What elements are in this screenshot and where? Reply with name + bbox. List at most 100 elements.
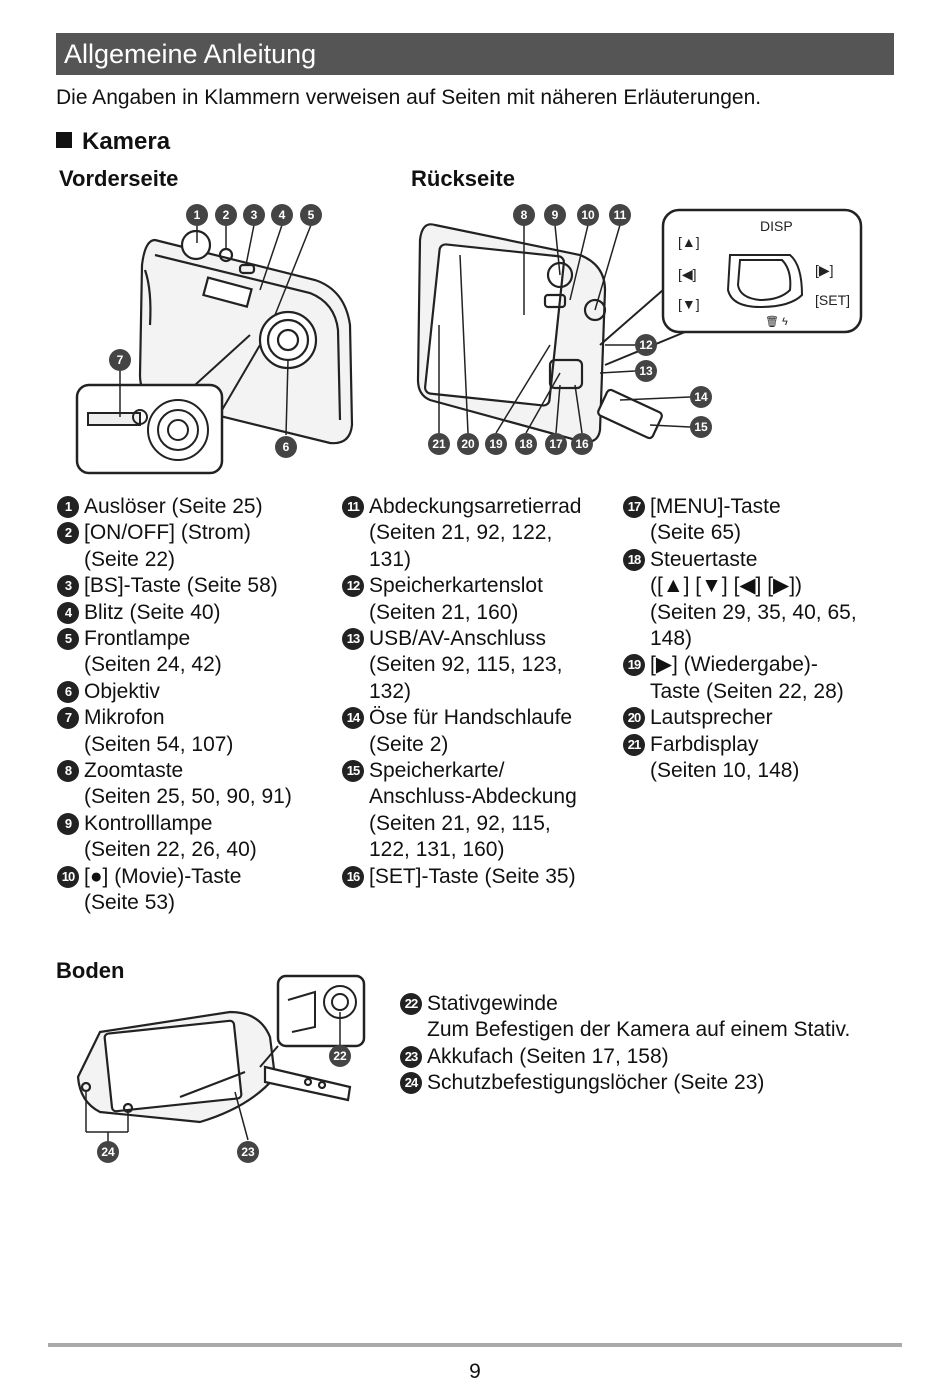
svg-text:16: 16 <box>575 437 589 451</box>
item-number-badge: 1 <box>57 496 79 518</box>
item-number-badge: 6 <box>57 680 79 703</box>
svg-text:12: 12 <box>639 338 653 352</box>
item-number-badge: 9 <box>57 812 79 835</box>
svg-text:19: 19 <box>489 437 503 451</box>
item-number-badge: 2 <box>57 522 79 545</box>
item-text: Farbdisplay (Seiten 10, 148) <box>650 732 800 783</box>
item-number-badge: 16 <box>342 865 364 888</box>
item-text: [●] (Movie)-Taste (Seite 53) <box>84 864 242 915</box>
item-number-badge: 3 <box>57 575 79 598</box>
svg-text:2: 2 <box>223 208 230 222</box>
svg-text:[SET]: [SET] <box>815 292 850 308</box>
item-text: Öse für Handschlaufe (Seite 2) <box>369 706 573 756</box>
item-text: Abdeckungsarretierrad (Seiten 21, 92, 12… <box>369 495 582 571</box>
item-text: Mikrofon (Seiten 54, 107) <box>84 706 234 756</box>
item-text: Objektiv <box>84 679 160 703</box>
camera-bottom-illustration: 22 23 24 <box>76 974 366 1163</box>
svg-text:14: 14 <box>694 390 708 404</box>
item-number-badge: 24 <box>400 1072 422 1095</box>
camera-front-illustration: 1 2 3 4 5 6 7 <box>75 204 354 475</box>
item-number-badge: 10 <box>57 865 79 888</box>
list-item: 17[MENU]-Taste (Seite 65) <box>623 494 923 547</box>
item-number-badge: 20 <box>623 707 645 730</box>
item-text: Steuertaste ([▲] [▼] [◀] [▶]) (Seiten 29… <box>650 547 857 651</box>
list-item: 10[●] (Movie)-Taste (Seite 53) <box>57 864 337 917</box>
page-number: 9 <box>469 1360 481 1383</box>
svg-text:[◀]: [◀] <box>678 266 697 282</box>
svg-text:5: 5 <box>308 208 315 222</box>
list-item: 2[ON/OFF] (Strom) (Seite 22) <box>57 520 337 573</box>
front-view-title: Vorderseite <box>59 166 179 191</box>
item-text: Schutzbefestigungslöcher (Seite 23) <box>427 1071 765 1095</box>
svg-text:[▶]: [▶] <box>815 262 834 278</box>
svg-text:3: 3 <box>251 208 258 222</box>
item-number-badge: 23 <box>400 1045 422 1068</box>
svg-text:4: 4 <box>279 208 286 222</box>
item-number-badge: 4 <box>57 601 79 624</box>
svg-text:21: 21 <box>432 437 446 451</box>
item-text: Zoomtaste (Seiten 25, 50, 90, 91) <box>84 759 292 809</box>
page-title: Allgemeine Anleitung <box>56 33 894 75</box>
item-number-badge: 5 <box>57 628 79 651</box>
item-text: [ON/OFF] (Strom) (Seite 22) <box>84 521 251 571</box>
item-number-badge: 11 <box>342 496 364 518</box>
square-bullet-icon <box>56 132 72 148</box>
item-number-badge: 8 <box>57 760 79 783</box>
svg-text:6: 6 <box>283 440 290 454</box>
item-text: Kontrolllampe (Seiten 22, 26, 40) <box>84 811 257 862</box>
svg-text:🗑 ϟ: 🗑 ϟ <box>765 315 788 328</box>
item-number-badge: 21 <box>623 733 645 756</box>
item-text: [BS]-Taste (Seite 58) <box>84 574 278 598</box>
list-item: 19[▶] (Wiedergabe)- Taste (Seiten 22, 28… <box>623 652 923 705</box>
item-number-badge: 17 <box>623 496 645 518</box>
item-text: USB/AV-Anschluss (Seiten 92, 115, 123, 1… <box>369 627 563 703</box>
item-number-badge: 14 <box>342 707 364 730</box>
item-text: Blitz (Seite 40) <box>84 600 221 624</box>
item-number-badge: 18 <box>623 548 645 571</box>
back-view-title: Rückseite <box>411 166 515 191</box>
item-text: Akkufach (Seiten 17, 158) <box>427 1044 669 1068</box>
item-text: [MENU]-Taste (Seite 65) <box>650 495 781 545</box>
item-text: Speicherkarte/ Anschluss-Abdeckung (Seit… <box>369 759 577 862</box>
item-text: Frontlampe (Seiten 24, 42) <box>84 627 222 677</box>
item-text: [SET]-Taste (Seite 35) <box>369 864 576 888</box>
svg-text:[▼]: [▼] <box>678 296 700 312</box>
svg-text:8: 8 <box>521 208 528 222</box>
bottom-view-title: Boden <box>56 958 125 983</box>
svg-text:11: 11 <box>614 208 627 222</box>
svg-text:17: 17 <box>549 437 563 451</box>
svg-text:10: 10 <box>581 208 595 222</box>
item-number-badge: 12 <box>342 575 364 598</box>
svg-text:23: 23 <box>241 1145 255 1159</box>
svg-text:20: 20 <box>461 437 475 451</box>
svg-text:15: 15 <box>694 420 708 434</box>
footer-rule <box>48 1343 902 1347</box>
item-text: Speicherkartenslot (Seiten 21, 160) <box>369 574 543 624</box>
list-item: 16[SET]-Taste (Seite 35) <box>342 864 617 890</box>
item-text: Lautsprecher <box>650 706 773 730</box>
svg-text:18: 18 <box>519 437 533 451</box>
item-number-badge: 22 <box>400 993 422 1015</box>
section-title: Kamera <box>82 128 171 155</box>
item-number-badge: 19 <box>623 654 645 677</box>
item-text: Auslöser (Seite 25) <box>84 495 263 518</box>
svg-text:DISP: DISP <box>760 218 793 234</box>
camera-back-illustration: DISP [▲] [◀] [▼] [▶] [SET] 🗑 ϟ 8 9 10 11… <box>416 204 863 455</box>
intro-text: Die Angaben in Klammern verweisen auf Se… <box>56 86 762 109</box>
